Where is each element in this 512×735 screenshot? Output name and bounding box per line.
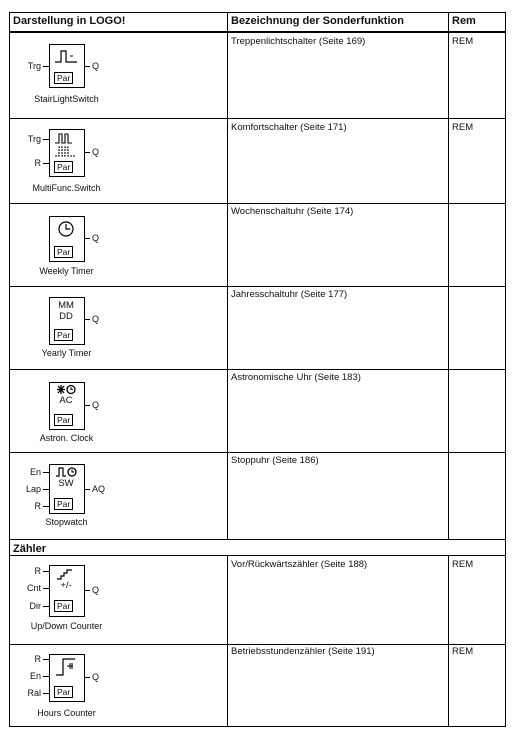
input-r: R <box>34 501 42 511</box>
rem-hours: REM <box>452 646 474 657</box>
clock-icon <box>58 221 74 237</box>
input-cnt: Cnt <box>26 583 41 593</box>
desc-multifunc: Komfortschalter (Seite 171) <box>231 122 347 133</box>
header-display: Darstellung in LOGO! <box>13 15 126 27</box>
par-label: Par <box>54 329 74 341</box>
sun-clock-icon <box>57 384 76 395</box>
input-trg: Trg <box>27 61 41 71</box>
input-en: En <box>29 467 41 477</box>
desc-yearly: Jahresschaltuhr (Seite 177) <box>231 289 348 300</box>
desc-updown: Vor/Rückwärtszähler (Seite 188) <box>231 559 368 570</box>
caption-updown: Up/Down Counter <box>30 621 103 631</box>
astro-block: AC Par Q Astron. Clock <box>9 370 227 452</box>
rem-stairlight: REM <box>452 36 474 47</box>
caption-multifunc: MultiFunc.Switch <box>32 183 101 193</box>
symbol-dd: DD <box>59 311 73 322</box>
output-q: Q <box>92 314 100 324</box>
caption-stairlight: StairLightSwitch <box>34 94 99 104</box>
par-label: Par <box>54 246 74 258</box>
symbol-mm: MM <box>58 300 74 311</box>
multifunc-block: Par Trg R Q MultiFunc.Switch <box>9 119 227 203</box>
input-r: R <box>34 566 42 576</box>
header-designation: Bezeichnung der Sonderfunktion <box>231 15 404 27</box>
par-label: Par <box>54 686 74 698</box>
input-r: R <box>34 654 42 664</box>
stopwatch-block: SW Par En Lap R AQ Stopwatch <box>9 453 227 539</box>
input-ral: Ral <box>27 688 41 698</box>
multifunc-icon <box>55 133 75 157</box>
caption-astro: Astron. Clock <box>39 433 94 443</box>
par-label: Par <box>54 498 74 510</box>
output-q: Q <box>92 585 100 595</box>
hours-block: Par R En Ral Q Hours Counter <box>9 645 227 727</box>
par-label: Par <box>54 600 74 612</box>
input-dir: Dir <box>29 601 42 611</box>
output-q: Q <box>92 400 100 410</box>
caption-stopwatch: Stopwatch <box>45 517 88 527</box>
header-rem: Rem <box>452 15 476 27</box>
par-label: Par <box>54 72 74 84</box>
yearly-block: MM DD Par Q Yearly Timer <box>9 287 227 369</box>
desc-stopwatch: Stoppuhr (Seite 186) <box>231 455 319 466</box>
symbol-ac: AC <box>59 395 73 406</box>
desc-hours: Betriebsstundenzähler (Seite 191) <box>231 646 375 657</box>
output-q: Q <box>92 672 100 682</box>
input-trg: Trg <box>27 134 41 144</box>
caption-weekly: Weekly Timer <box>39 266 94 276</box>
output-q: Q <box>92 147 100 157</box>
output-q: Q <box>92 233 100 243</box>
caption-hours: Hours Counter <box>37 708 96 718</box>
rem-multifunc: REM <box>452 122 474 133</box>
function-table: Darstellung in LOGO! Bezeichnung der Son… <box>9 12 506 727</box>
par-label: Par <box>54 161 74 173</box>
stairlight-block: Par Trg Q StairLightSwitch <box>9 34 227 118</box>
symbol-sw: SW <box>58 478 74 489</box>
weekly-block: Par Q Weekly Timer <box>9 204 227 286</box>
stairlight-icon <box>55 50 77 63</box>
output-aq: AQ <box>92 484 106 494</box>
par-label: Par <box>54 414 74 426</box>
desc-weekly: Wochenschaltuhr (Seite 174) <box>231 206 354 217</box>
output-q: Q <box>92 61 100 71</box>
hours-counter-icon <box>56 658 75 676</box>
rem-updown: REM <box>452 559 474 570</box>
section-counters: Zähler <box>13 543 47 555</box>
caption-yearly: Yearly Timer <box>41 348 92 358</box>
symbol-plusminus: +/- <box>60 580 72 591</box>
input-lap: Lap <box>25 484 41 494</box>
input-en: En <box>29 671 41 681</box>
stopwatch-icon <box>56 467 77 477</box>
desc-stairlight: Treppenlichtschalter (Seite 169) <box>231 36 366 47</box>
desc-astro: Astronomische Uhr (Seite 183) <box>231 372 361 383</box>
input-r: R <box>34 158 42 168</box>
counter-icon <box>57 569 72 580</box>
updown-block: +/- Par R Cnt Dir Q Up/Down Counter <box>9 556 227 644</box>
